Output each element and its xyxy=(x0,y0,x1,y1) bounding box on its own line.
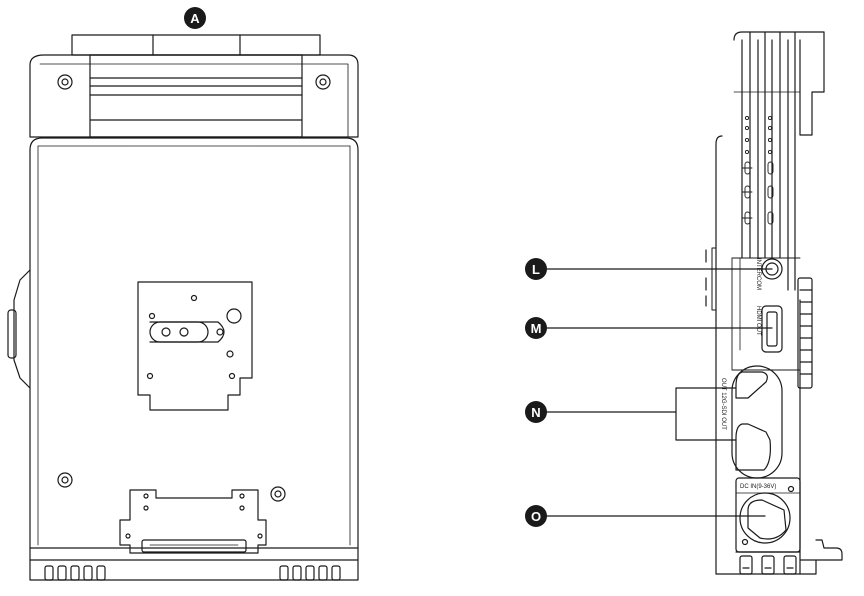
hdmi-out-port xyxy=(761,305,783,353)
lower-screw-left xyxy=(57,472,73,488)
bottom-bracket xyxy=(119,489,267,554)
side-view: INTERCOM HDMI OUT OUT 12G-SDI OUT DC IN(… xyxy=(705,31,843,575)
side-grip xyxy=(797,277,813,389)
callout-a: A xyxy=(184,7,206,29)
hdmi-out-label: HDMI OUT xyxy=(755,306,761,336)
callout-o: O xyxy=(525,505,766,527)
side-top-section xyxy=(733,31,825,136)
side-knob xyxy=(13,269,31,389)
callout-n-label: N xyxy=(531,405,540,420)
upper-screw-left xyxy=(57,74,73,90)
callout-m-label: M xyxy=(531,321,542,336)
callout-l-label: L xyxy=(532,262,540,277)
intercom-label: INTERCOM xyxy=(755,258,761,290)
sdi-out-label: OUT 12G-SDI OUT xyxy=(720,378,726,430)
callout-a-label: A xyxy=(190,11,200,26)
side-main-body xyxy=(715,135,801,575)
callout-l: L xyxy=(525,258,773,280)
top-mount-rail xyxy=(71,34,321,138)
callout-o-label: O xyxy=(531,509,541,524)
v-mount-latch xyxy=(149,321,209,343)
main-body xyxy=(29,137,359,581)
bottom-vents xyxy=(29,547,359,581)
callout-n: N xyxy=(525,387,737,441)
indicator-column-right xyxy=(767,115,774,225)
sdi-out-ports xyxy=(731,365,783,479)
dc-in-label: DC IN(9-36V) xyxy=(740,484,776,490)
side-bottom-feet xyxy=(735,539,843,575)
callout-m: M xyxy=(525,317,773,339)
upper-plate xyxy=(29,54,359,138)
upper-screw-right xyxy=(315,74,331,90)
lower-screw-right xyxy=(270,486,286,502)
v-mount-plate xyxy=(137,281,253,411)
back-view xyxy=(7,34,359,581)
indicator-column-left xyxy=(741,115,753,225)
